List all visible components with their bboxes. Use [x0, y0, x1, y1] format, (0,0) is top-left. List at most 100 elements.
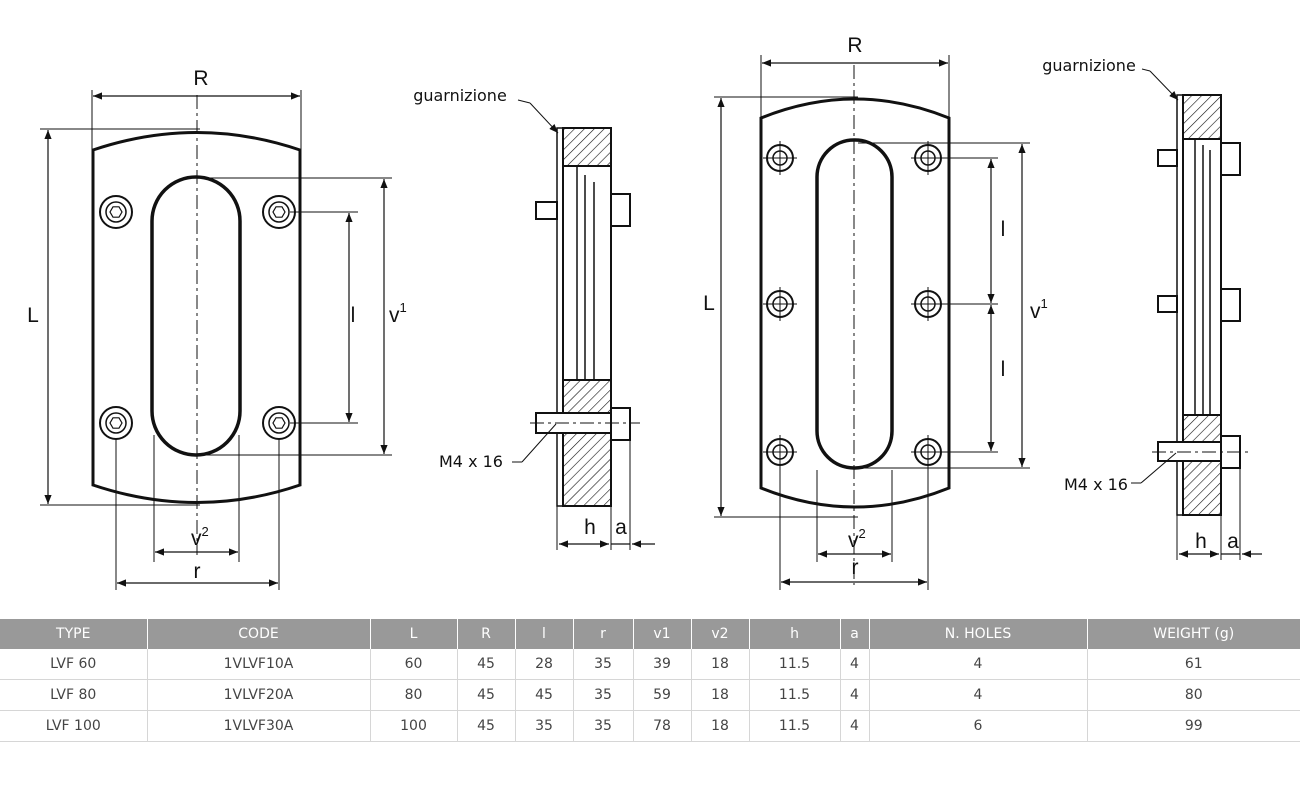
col-header-r: r [573, 619, 634, 649]
table-row: LVF 100 1VLVF30A 100 45 35 35 78 18 11.5… [0, 710, 1300, 742]
plate-outline [759, 97, 951, 509]
bolt-hole [763, 435, 797, 469]
table-cell: 100 [370, 710, 458, 742]
col-header-v2: v2 [691, 619, 750, 649]
table-cell: 4 [869, 649, 1088, 680]
frame-section-bottom [562, 379, 612, 507]
col-header-v1: v1 [633, 619, 692, 649]
table-cell: 99 [1087, 710, 1300, 742]
frame-section-bottom [1182, 414, 1222, 516]
label-R: R [193, 67, 208, 90]
label-h: h [1195, 530, 1207, 553]
col-header-L: L [370, 619, 458, 649]
label-gasket: guarnizione [1042, 56, 1136, 75]
frame-section-top [562, 127, 612, 167]
bolt-hole [911, 141, 945, 175]
label-l-bottom: l [1001, 358, 1006, 381]
label-L: L [27, 304, 39, 327]
bolt-hole [911, 435, 945, 469]
leader-gasket [517, 99, 531, 104]
table-cell: 39 [633, 649, 692, 680]
table-header-row: TYPE CODE L R l r v1 v2 h a N. HOLES WEI… [0, 619, 1300, 649]
table-cell: 78 [633, 710, 692, 742]
side-view-small-labels: guarnizione M4 x 16 h a [413, 86, 627, 539]
table-cell: 4 [840, 649, 870, 680]
label-h: h [584, 516, 596, 539]
table-cell: 11.5 [749, 649, 841, 680]
screw-shank [535, 201, 558, 220]
screw-head [610, 193, 631, 227]
table-cell: 45 [457, 649, 516, 680]
table-row: LVF 80 1VLVF20A 80 45 45 35 59 18 11.5 4… [0, 679, 1300, 711]
label-r: r [194, 560, 201, 583]
label-v2: v2 [848, 526, 866, 552]
frame-section-top [1182, 94, 1222, 140]
table-cell: LVF 80 [0, 679, 148, 711]
table-cell: 4 [840, 679, 870, 711]
table-cell: 59 [633, 679, 692, 711]
glass-body [1182, 138, 1222, 416]
screw-shank [1157, 149, 1178, 167]
table-cell: 6 [869, 710, 1088, 742]
label-v1: v1 [389, 300, 407, 327]
bolt-hole [763, 141, 797, 175]
table-cell: 18 [691, 649, 750, 680]
technical-drawing: R L l v1 v2 r guarnizione M4 x 16 h a [27, 34, 1262, 590]
label-l: l [351, 304, 356, 327]
plate-outline [91, 131, 302, 504]
label-screw: M4 x 16 [1064, 475, 1128, 494]
front-view-large [714, 55, 1030, 590]
table-cell: 1VLVF10A [147, 649, 371, 680]
table-cell: 18 [691, 679, 750, 711]
label-l-top: l [1001, 218, 1006, 241]
col-header-l: l [515, 619, 574, 649]
front-view-small-labels: R L l v1 v2 r [27, 67, 407, 583]
table-cell: 4 [840, 710, 870, 742]
label-L: L [703, 292, 715, 315]
bolt-hole [911, 287, 945, 321]
table-cell: 11.5 [749, 679, 841, 711]
table-cell: LVF 60 [0, 649, 148, 680]
table-cell: 80 [370, 679, 458, 711]
screw-head [610, 407, 631, 441]
col-header-R: R [457, 619, 516, 649]
table-cell: 35 [573, 710, 634, 742]
table-cell: 18 [691, 710, 750, 742]
table-cell: 35 [573, 649, 634, 680]
col-header-h: h [749, 619, 841, 649]
table-cell: 1VLVF30A [147, 710, 371, 742]
table-cell: 35 [573, 679, 634, 711]
sight-window [150, 175, 242, 457]
label-v1: v1 [1030, 296, 1048, 323]
screw-head [1220, 142, 1241, 176]
col-header-type: TYPE [0, 619, 148, 649]
side-view-large-labels: guarnizione M4 x 16 h a [1042, 56, 1239, 553]
table-cell: LVF 100 [0, 710, 148, 742]
glass-body [562, 165, 612, 381]
side-view-large [1131, 68, 1262, 560]
bolt-hole [99, 195, 133, 229]
screw-shank [1157, 295, 1178, 313]
label-v2: v2 [191, 524, 209, 550]
table-cell: 45 [457, 710, 516, 742]
spec-table: TYPE CODE L R l r v1 v2 h a N. HOLES WEI… [0, 619, 1300, 742]
bolt-hole [763, 287, 797, 321]
table-cell: 60 [370, 649, 458, 680]
label-a: a [615, 516, 627, 539]
label-gasket: guarnizione [413, 86, 507, 105]
bolt-hole [99, 406, 133, 440]
leader-gasket [1141, 68, 1151, 72]
table-cell: 80 [1087, 679, 1300, 711]
table-cell: 28 [515, 649, 574, 680]
col-header-weight: WEIGHT (g) [1087, 619, 1300, 649]
side-view-small [512, 99, 655, 550]
table-cell: 11.5 [749, 710, 841, 742]
table-cell: 1VLVF20A [147, 679, 371, 711]
label-a: a [1227, 530, 1239, 553]
table-cell: 45 [457, 679, 516, 711]
col-header-code: CODE [147, 619, 371, 649]
screw-head [1220, 288, 1241, 322]
table-row: LVF 60 1VLVF10A 60 45 28 35 39 18 11.5 4… [0, 649, 1300, 680]
label-R: R [847, 34, 862, 57]
